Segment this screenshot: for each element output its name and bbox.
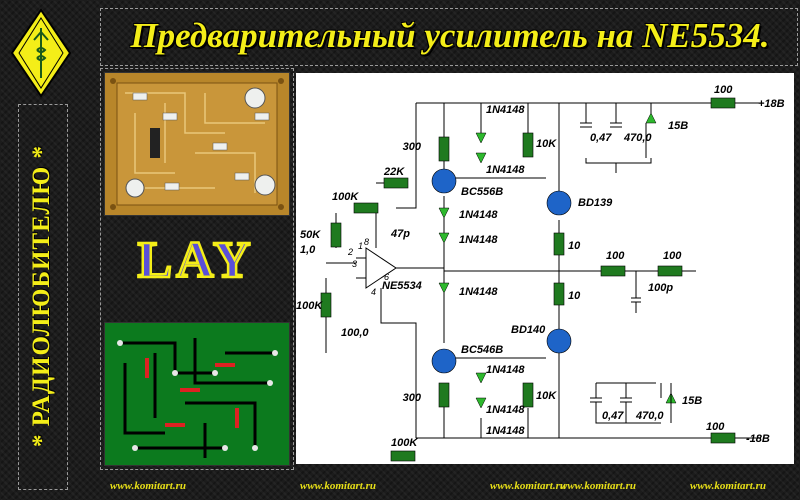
label-c-out: 100p xyxy=(648,282,673,294)
r-out2 xyxy=(657,265,683,277)
label-pin-8: 8 xyxy=(364,237,369,247)
r-input xyxy=(330,222,342,248)
label-bc546b: BC546B xyxy=(461,344,503,356)
label-pin-1: 1 xyxy=(358,241,363,251)
label-diode-6: 1N4148 xyxy=(486,364,525,376)
label-zener-bottom: 15B xyxy=(682,395,702,407)
r-feedback xyxy=(383,177,409,189)
label-r-out2: 100 xyxy=(663,250,682,262)
label-supply-pos: +18B xyxy=(758,98,785,110)
label-opamp: NE5534 xyxy=(382,280,422,292)
label-supply-neg: -18B xyxy=(746,433,770,445)
label-c-pos-a: 0,47 xyxy=(590,132,612,144)
label-c-neg-a: 0,47 xyxy=(602,410,624,422)
r-emitter-top xyxy=(553,232,565,256)
transistor-bc546b xyxy=(431,348,457,374)
label-zener-top: 15B xyxy=(668,120,688,132)
r-bottom-right xyxy=(522,382,534,408)
label-diode-3: 1N4148 xyxy=(459,209,498,221)
label-diode-5: 1N4148 xyxy=(459,286,498,298)
transistor-bd140 xyxy=(546,328,572,354)
title-frame xyxy=(100,8,798,66)
side-frame xyxy=(18,104,68,490)
label-bd140: BD140 xyxy=(511,324,546,336)
label-r-out1: 100 xyxy=(606,250,625,262)
r-supply-neg xyxy=(710,432,736,444)
lay-logo: LAY xyxy=(136,232,254,288)
pcb-component-photo xyxy=(104,72,290,216)
transistor-bc556b xyxy=(431,168,457,194)
footer-link-5[interactable]: www.komitart.ru xyxy=(690,480,767,492)
footer-link-3[interactable]: www.komitart.ru xyxy=(490,480,567,492)
label-c-ground: 100,0 xyxy=(341,327,369,339)
label-diode-8: 1N4148 xyxy=(486,425,525,437)
label-r-emitter-top: 10 xyxy=(568,240,581,252)
label-pin-4: 4 xyxy=(371,287,376,297)
label-pin-2: 2 xyxy=(347,247,353,257)
r-out1 xyxy=(600,265,626,277)
footer-link-2[interactable]: www.komitart.ru xyxy=(300,480,377,492)
footer-link-4[interactable]: www.komitart.ru xyxy=(560,480,637,492)
label-r-top-right: 10K xyxy=(536,138,557,150)
label-diode-7: 1N4148 xyxy=(486,404,525,416)
label-r-pot: 100K xyxy=(332,191,359,203)
radio-antenna-logo xyxy=(10,8,72,98)
label-c-input: 1,0 xyxy=(300,244,316,256)
r-ground xyxy=(320,292,332,318)
label-r-emitter-bottom: 10 xyxy=(568,290,581,302)
pcb-frame xyxy=(100,68,294,470)
r-supply-pos xyxy=(710,97,736,109)
page-title: Предварительный усилитель на NE5534. xyxy=(130,16,770,55)
label-bd139: BD139 xyxy=(578,197,613,209)
label-pin-3: 3 xyxy=(352,259,357,269)
side-banner: * РАДИОЛЮБИТЕЛЮ * xyxy=(18,106,66,486)
label-r-bias-top: 300 xyxy=(403,141,422,153)
label-r-bias-bottom: 300 xyxy=(403,392,422,404)
footer-link-1[interactable]: www.komitart.ru xyxy=(110,480,187,492)
r-emitter-bottom xyxy=(553,282,565,306)
amplifier-schematic: .w{stroke:#000;stroke-width:1;fill:none}… xyxy=(296,73,794,464)
label-c-comp: 47p xyxy=(390,228,410,240)
zener-top xyxy=(645,112,657,124)
r-top-right xyxy=(522,132,534,158)
r-bottom-fb xyxy=(390,450,416,462)
r-bias-bottom xyxy=(438,382,450,408)
label-diode-1: 1N4148 xyxy=(486,104,525,116)
label-c-neg-b: 470,0 xyxy=(635,410,664,422)
label-pin-6: 6 xyxy=(384,272,389,282)
label-c-pos-b: 470,0 xyxy=(623,132,652,144)
label-r-bottom-fb: 100K xyxy=(391,437,418,449)
label-r-feedback: 22K xyxy=(383,166,405,178)
r-pot xyxy=(353,202,379,214)
label-r-supply-neg: 100 xyxy=(706,421,725,433)
label-diode-4: 1N4148 xyxy=(459,234,498,246)
r-bias-top xyxy=(438,136,450,162)
label-r-ground: 100K xyxy=(296,300,323,312)
side-banner-text: * РАДИОЛЮБИТЕЛЮ * xyxy=(28,144,55,448)
label-r-bottom-right: 10K xyxy=(536,390,557,402)
label-r-supply-pos: 100 xyxy=(714,84,733,96)
label-diode-2: 1N4148 xyxy=(486,164,525,176)
pcb-layout-image xyxy=(104,322,290,466)
label-bc556b: BC556B xyxy=(461,186,503,198)
transistor-bd139 xyxy=(546,190,572,216)
lay-logo-text: LAY xyxy=(137,232,254,288)
label-r-input: 50K xyxy=(300,229,321,241)
